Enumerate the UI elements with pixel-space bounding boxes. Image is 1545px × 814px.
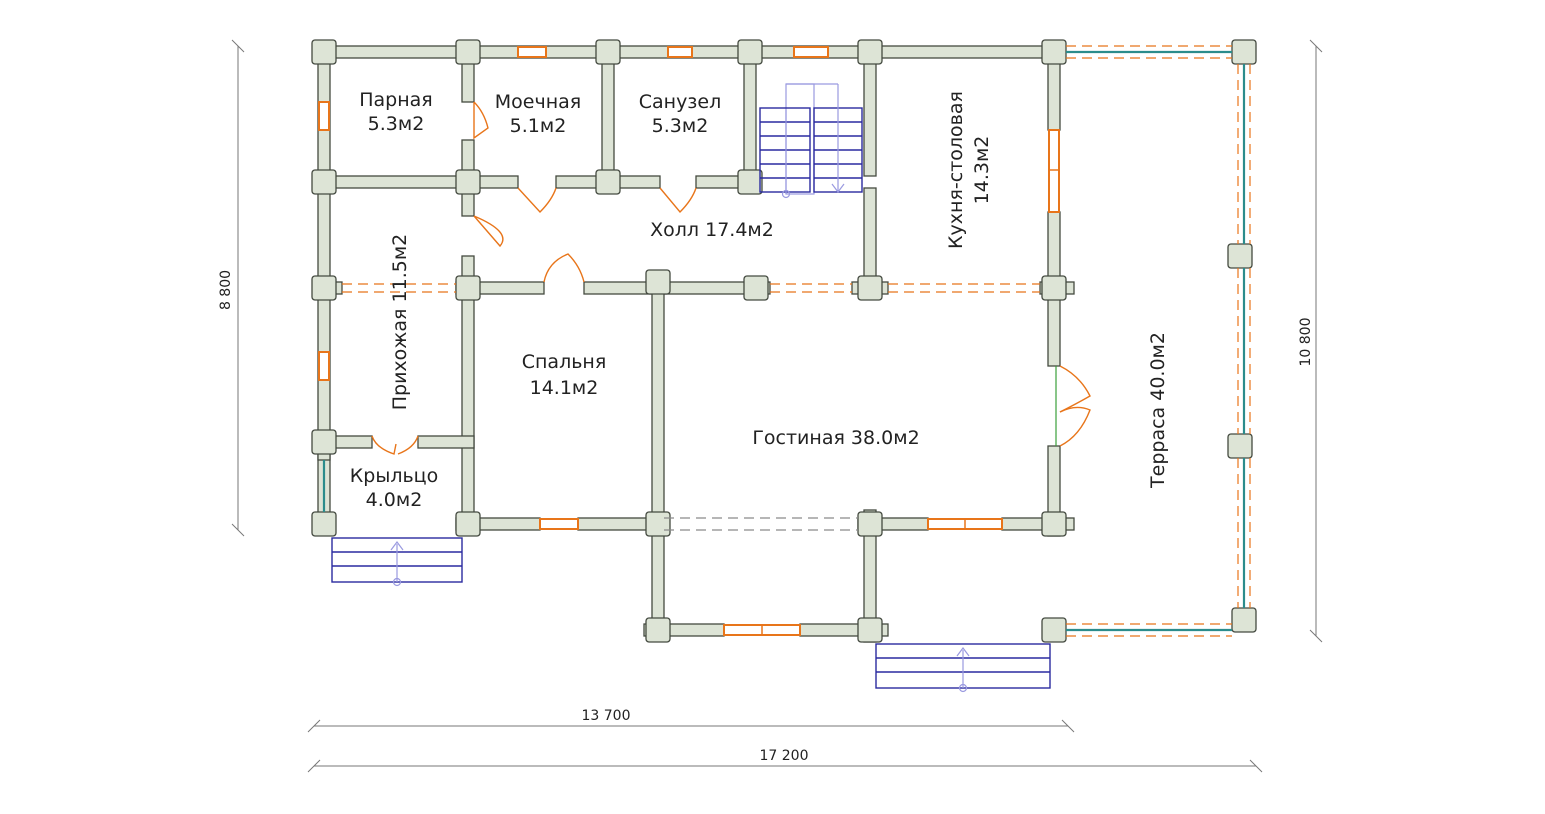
interior-stairs (759, 83, 863, 199)
dimension-height-total: 10 800 (1298, 318, 1314, 367)
room-spalnya-area: 14.1м2 (530, 377, 599, 399)
room-kukhnya-name: Кухня-столовая (945, 91, 967, 249)
room-krylco-area: 4.0м2 (366, 489, 423, 511)
room-holl-label: Холл 17.4м2 (650, 219, 774, 241)
dimension-width-main: 13 700 (582, 708, 631, 724)
posts (311, 39, 1257, 643)
room-sanuzel-area: 5.3м2 (652, 115, 709, 137)
room-spalnya-name: Спальня (522, 351, 607, 373)
room-moechnaya-name: Моечная (495, 91, 581, 113)
windows (318, 46, 1060, 636)
room-parnaya-area: 5.3м2 (368, 113, 425, 135)
dimension-labels: 13 700 17 200 8 800 10 800 (218, 270, 1314, 764)
railings (322, 50, 1246, 632)
beam-lines (342, 45, 1251, 637)
terrace-steps (875, 643, 1051, 693)
room-kukhnya-area: 14.3м2 (971, 136, 993, 205)
room-prikhozhaya-label: Прихожая 11.5м2 (389, 234, 411, 411)
room-parnaya-name: Парная (359, 89, 433, 111)
room-krylco-name: Крыльцо (350, 465, 438, 487)
room-gostinaya-label: Гостиная 38.0м2 (752, 427, 919, 449)
porch-steps (331, 537, 463, 587)
room-labels: Парная 5.3м2 Моечная 5.1м2 Санузел 5.3м2… (350, 89, 1169, 511)
doors (371, 101, 1091, 455)
dimension-lines (231, 39, 1323, 773)
dimension-height-main: 8 800 (218, 270, 234, 310)
room-moechnaya-area: 5.1м2 (510, 115, 567, 137)
room-sanuzel-name: Санузел (639, 91, 722, 113)
room-terrasa-label: Терраса 40.0м2 (1147, 332, 1169, 489)
dimension-width-total: 17 200 (760, 748, 809, 764)
